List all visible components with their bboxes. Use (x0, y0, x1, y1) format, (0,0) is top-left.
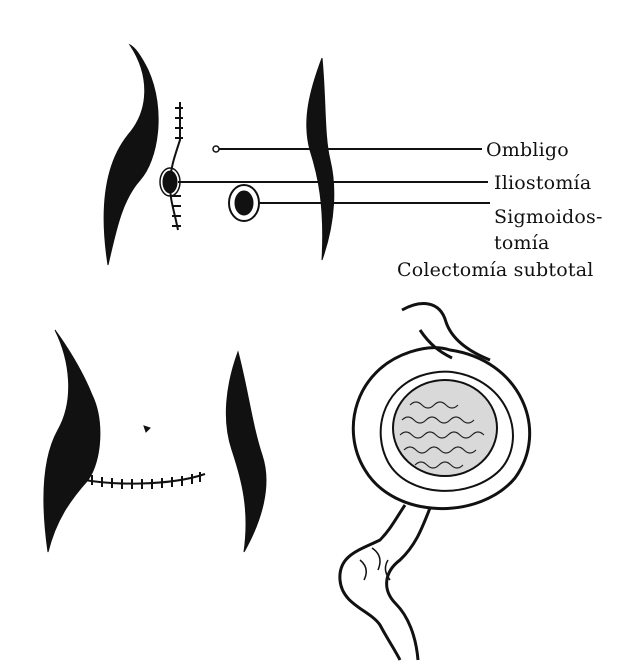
midline-incision (170, 102, 183, 230)
caption-colectomia-subtotal: Colectomía subtotal (397, 259, 594, 281)
bottom-left-flank (44, 330, 100, 552)
bottom-left-abdomen-figure (44, 330, 266, 552)
label-sigmoidostomia-line2: tomía (494, 232, 550, 254)
umbilicus (213, 146, 219, 152)
ileostomy-stoma (163, 171, 177, 193)
bottom-umbilicus (144, 426, 150, 432)
sigmoidostomy-stoma (229, 185, 259, 221)
label-ombligo: Ombligo (486, 139, 569, 161)
label-sigmoidostomia-line1: Sigmoidos- (494, 206, 603, 228)
label-iliostomia: Iliostomía (494, 172, 591, 194)
bottom-right-flank (226, 352, 266, 552)
top-left-flank (104, 45, 158, 265)
transverse-incision (75, 472, 205, 489)
top-right-flank (307, 58, 334, 260)
bowel-loop-figure (340, 304, 530, 660)
descending-bowel (340, 505, 405, 660)
top-abdomen-figure (104, 45, 490, 265)
